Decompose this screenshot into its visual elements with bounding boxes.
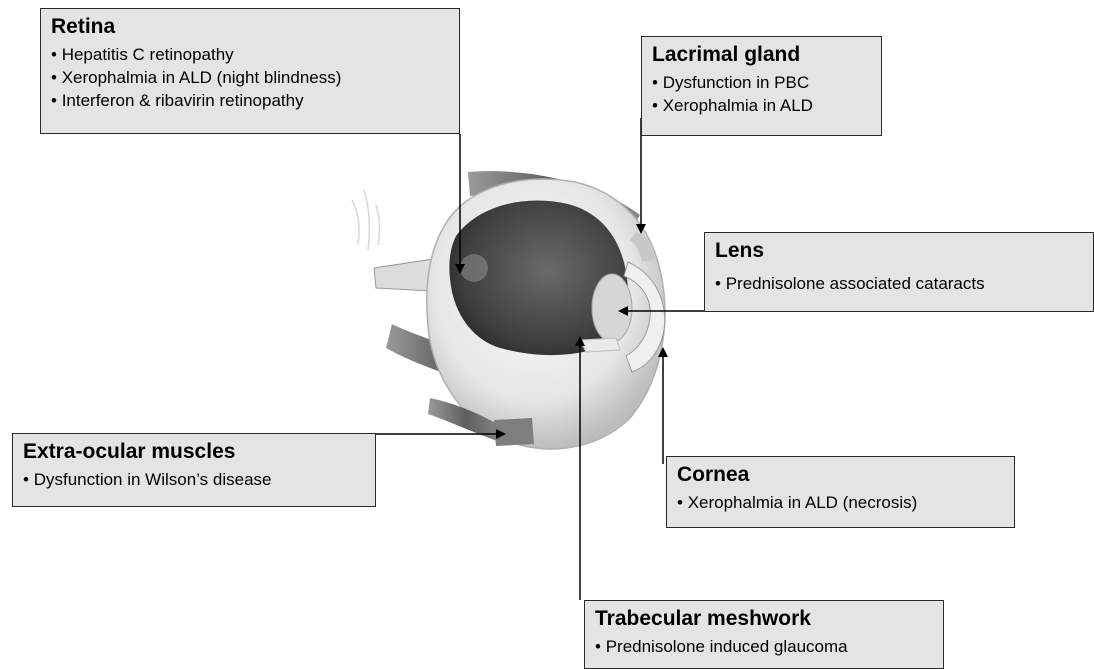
lacrimal-gland-item: Xerophalmia in ALD	[652, 94, 871, 117]
lacrimal-gland-label-box: Lacrimal gland Dysfunction in PBC Xeroph…	[641, 36, 882, 136]
cornea-list: Xerophalmia in ALD (necrosis)	[677, 491, 1004, 514]
lacrimal-gland-item: Dysfunction in PBC	[652, 71, 871, 94]
lens-item: Prednisolone associated cataracts	[715, 272, 1083, 295]
trabecular-meshwork-label-box: Trabecular meshwork Prednisolone induced…	[584, 600, 944, 669]
lacrimal-gland-list: Dysfunction in PBC Xerophalmia in ALD	[652, 71, 871, 117]
lacrimal-gland-title: Lacrimal gland	[652, 43, 871, 67]
lens-shape	[592, 274, 632, 342]
extra-ocular-muscles-item: Dysfunction in Wilson’s disease	[23, 468, 365, 491]
retina-item: Interferon & ribavirin retinopathy	[51, 89, 449, 112]
trabecular-meshwork-list: Prednisolone induced glaucoma	[595, 635, 933, 658]
cornea-item: Xerophalmia in ALD (necrosis)	[677, 491, 1004, 514]
retina-item: Hepatitis C retinopathy	[51, 43, 449, 66]
lens-list: Prednisolone associated cataracts	[715, 272, 1083, 295]
muscle-insertion	[494, 418, 534, 446]
retina-title: Retina	[51, 15, 449, 39]
retina-list: Hepatitis C retinopathy Xerophalmia in A…	[51, 43, 449, 112]
trabecular-meshwork-item: Prednisolone induced glaucoma	[595, 635, 933, 658]
trabecular-meshwork-title: Trabecular meshwork	[595, 607, 933, 631]
lens-title: Lens	[715, 239, 1083, 263]
eye-illustration	[352, 171, 665, 449]
iris-shape	[580, 338, 620, 352]
cornea-title: Cornea	[677, 463, 1004, 487]
extra-ocular-muscles-label-box: Extra-ocular muscles Dysfunction in Wils…	[12, 433, 376, 507]
extra-ocular-muscles-list: Dysfunction in Wilson’s disease	[23, 468, 365, 491]
extra-ocular-muscles-title: Extra-ocular muscles	[23, 440, 365, 464]
retina-item: Xerophalmia in ALD (night blindness)	[51, 66, 449, 89]
optic-disc	[460, 254, 488, 282]
retina-label-box: Retina Hepatitis C retinopathy Xerophalm…	[40, 8, 460, 134]
lens-label-box: Lens Prednisolone associated cataracts	[704, 232, 1094, 312]
faint-fibres	[352, 190, 380, 250]
cornea-label-box: Cornea Xerophalmia in ALD (necrosis)	[666, 456, 1015, 528]
